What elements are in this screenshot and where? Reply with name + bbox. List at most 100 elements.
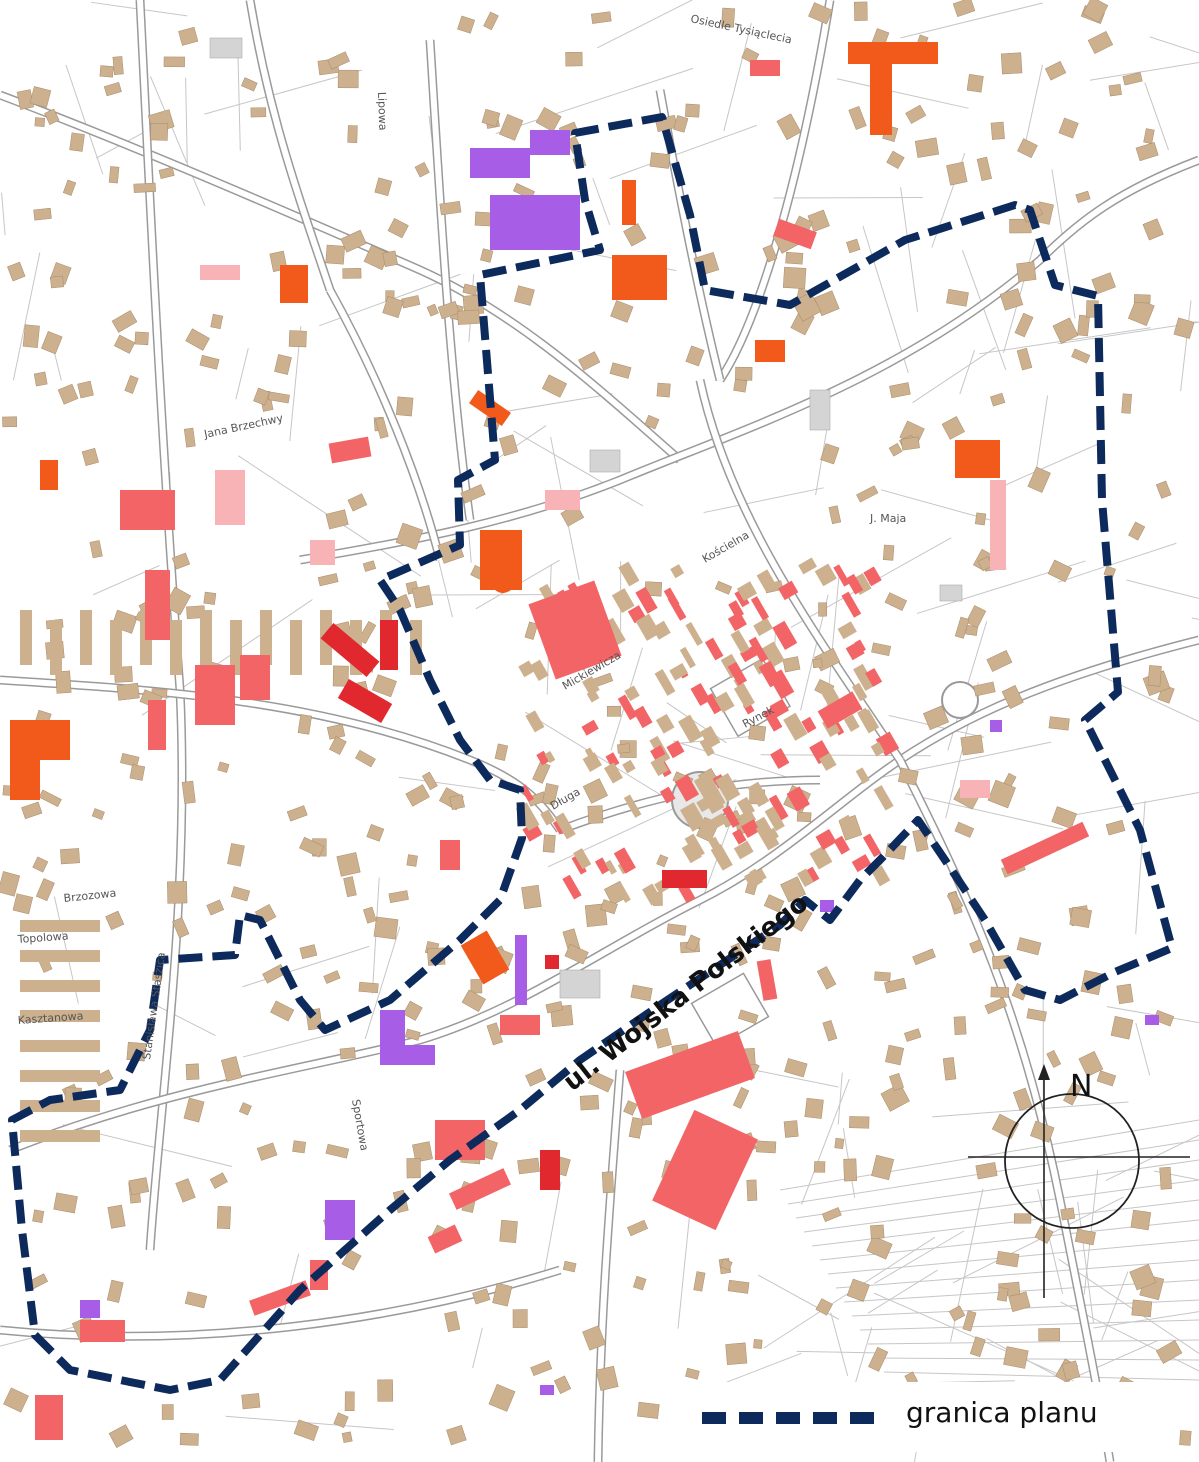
building-residential <box>1027 466 1051 493</box>
building-row <box>20 980 100 992</box>
building-residential <box>954 821 975 838</box>
building-red <box>337 678 393 724</box>
building-residential <box>886 150 905 170</box>
building-old-town <box>710 843 733 871</box>
plan-boundary <box>8 113 1176 1394</box>
building-residential <box>262 963 287 984</box>
building-old-town <box>582 752 602 772</box>
building-purple <box>515 935 527 1005</box>
building-residential <box>91 808 105 820</box>
building-residential <box>780 876 806 903</box>
building-residential <box>987 779 1016 809</box>
building-old-town <box>669 663 689 681</box>
building-residential <box>953 1016 967 1035</box>
building-residential <box>221 1056 242 1082</box>
building-residential <box>649 152 671 169</box>
street-label-osiedle: Osiedle Tysiąclecia <box>689 12 793 46</box>
building-residential <box>969 939 984 954</box>
building-residential <box>498 434 519 457</box>
building-old-town <box>582 676 600 696</box>
building-block <box>290 620 302 675</box>
building-old-town <box>655 713 675 734</box>
building-residential <box>171 552 191 570</box>
building-residential <box>792 907 813 932</box>
building-residential <box>846 1278 870 1302</box>
building-residential <box>250 107 267 118</box>
building-residential <box>241 1393 261 1410</box>
building-old-town <box>680 802 707 832</box>
building-residential <box>33 207 52 221</box>
parcel-line <box>417 594 557 596</box>
building-old-town <box>727 661 748 686</box>
building-residential <box>941 416 965 440</box>
building-orange <box>10 720 70 760</box>
building-residential <box>1129 1264 1157 1291</box>
building-residential <box>175 1178 196 1203</box>
building-salmon <box>449 1168 511 1210</box>
street-label-1-maja: J. Maja <box>869 512 906 525</box>
building-residential <box>848 106 867 130</box>
building-residential <box>60 848 80 865</box>
building-residential <box>366 824 385 842</box>
building-old-town <box>654 669 676 696</box>
street-label-lipowa: Lipowa <box>375 92 389 131</box>
parcel-line <box>1149 36 1199 54</box>
building-residential <box>411 585 434 609</box>
building-residential <box>81 447 99 467</box>
building-residential <box>457 309 480 325</box>
building-old-town <box>734 589 750 608</box>
building-residential <box>253 387 270 406</box>
building-residential <box>332 665 349 687</box>
building-old-town <box>749 868 764 886</box>
building-residential <box>623 223 647 247</box>
building-residential <box>1105 819 1126 836</box>
street-label-topolowa: Topolowa <box>16 929 69 946</box>
building-residential <box>53 1192 78 1214</box>
street-fill-2 <box>717 0 833 382</box>
building-old-town <box>786 786 810 812</box>
parcel-line <box>1057 542 1177 583</box>
building-residential <box>882 544 895 561</box>
street-fill-9 <box>427 39 473 521</box>
street-fill-5 <box>8 757 902 1153</box>
building-old-town <box>613 847 636 874</box>
building-grey <box>559 969 601 999</box>
building-residential <box>343 876 357 898</box>
building-old-town <box>769 698 790 718</box>
building-old-town <box>736 581 758 602</box>
building-residential <box>685 103 700 118</box>
building-old-town <box>604 859 617 875</box>
building-residential <box>286 805 308 822</box>
building-residential <box>0 871 21 897</box>
building-residential <box>347 493 368 512</box>
building-residential <box>325 244 345 265</box>
building-orange <box>460 930 510 985</box>
building-residential <box>492 1282 513 1307</box>
parcel-line <box>242 1032 338 1058</box>
building-residential <box>178 26 199 46</box>
building-salmon <box>80 1320 125 1342</box>
building-residential <box>579 1094 600 1111</box>
street-label-koscielna: Kościelna <box>700 528 751 565</box>
building-residential <box>34 117 46 127</box>
building-old-town <box>633 705 653 729</box>
building-residential <box>470 979 483 994</box>
building-pink <box>960 780 990 798</box>
parcel-line <box>12 252 41 381</box>
building-residential <box>108 1424 134 1448</box>
parcel-line <box>959 349 976 395</box>
building-old-town <box>722 805 740 828</box>
building-residential <box>488 1383 516 1412</box>
building-row <box>20 1040 100 1052</box>
parcel-line <box>1063 792 1199 818</box>
building-residential <box>388 890 409 903</box>
parcel-line <box>185 77 188 163</box>
parcel-line <box>1077 1201 1094 1323</box>
building-residential <box>914 137 940 158</box>
building-residential <box>120 752 140 767</box>
building-old-town <box>714 691 735 713</box>
building-grey <box>589 449 621 473</box>
building-pink <box>200 265 240 280</box>
building-residential <box>112 56 124 75</box>
parcel-line <box>1025 64 1043 142</box>
